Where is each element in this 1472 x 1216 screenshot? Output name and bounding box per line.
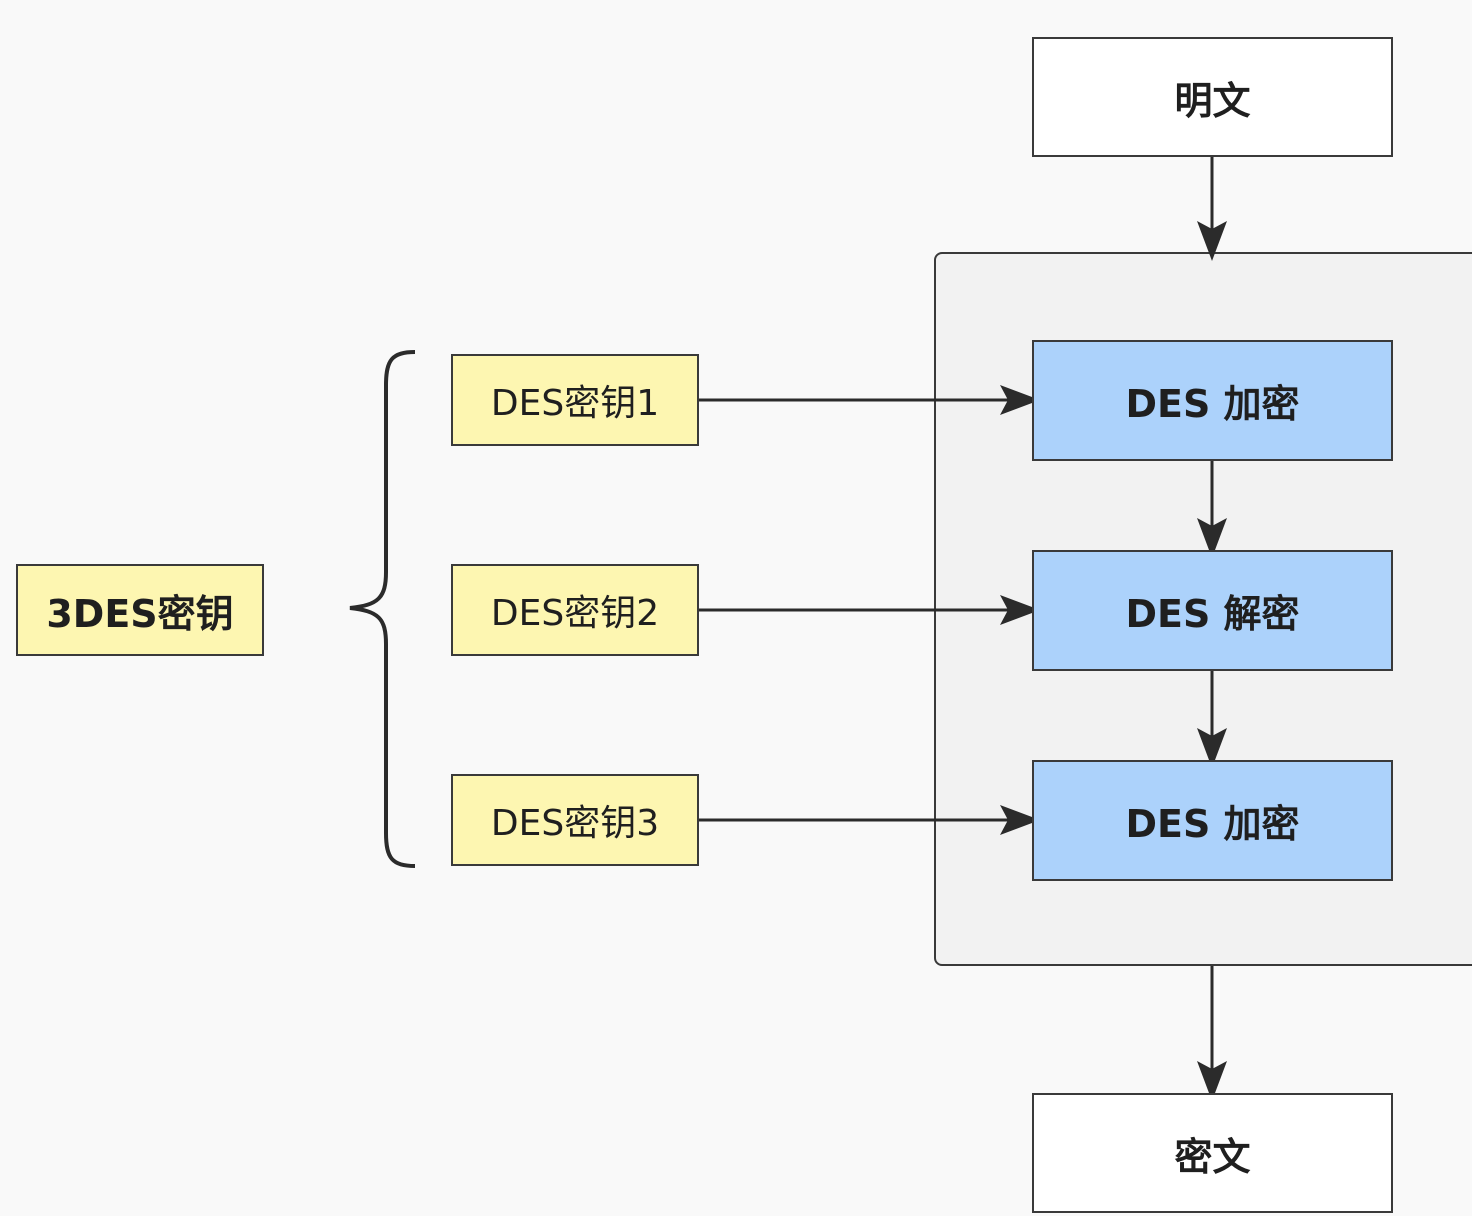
des-encrypt-step-3: DES 加密 <box>1032 760 1393 881</box>
ciphertext-box: 密文 <box>1032 1093 1393 1213</box>
des-encrypt-step-1: DES 加密 <box>1032 340 1393 461</box>
key-brace-icon <box>349 350 416 868</box>
plaintext-box: 明文 <box>1032 37 1393 157</box>
3des-key-box: 3DES密钥 <box>16 564 264 656</box>
des-decrypt-step-2: DES 解密 <box>1032 550 1393 671</box>
des-key-2-box: DES密钥2 <box>451 564 699 656</box>
des-key-1-box: DES密钥1 <box>451 354 699 446</box>
des-key-3-box: DES密钥3 <box>451 774 699 866</box>
